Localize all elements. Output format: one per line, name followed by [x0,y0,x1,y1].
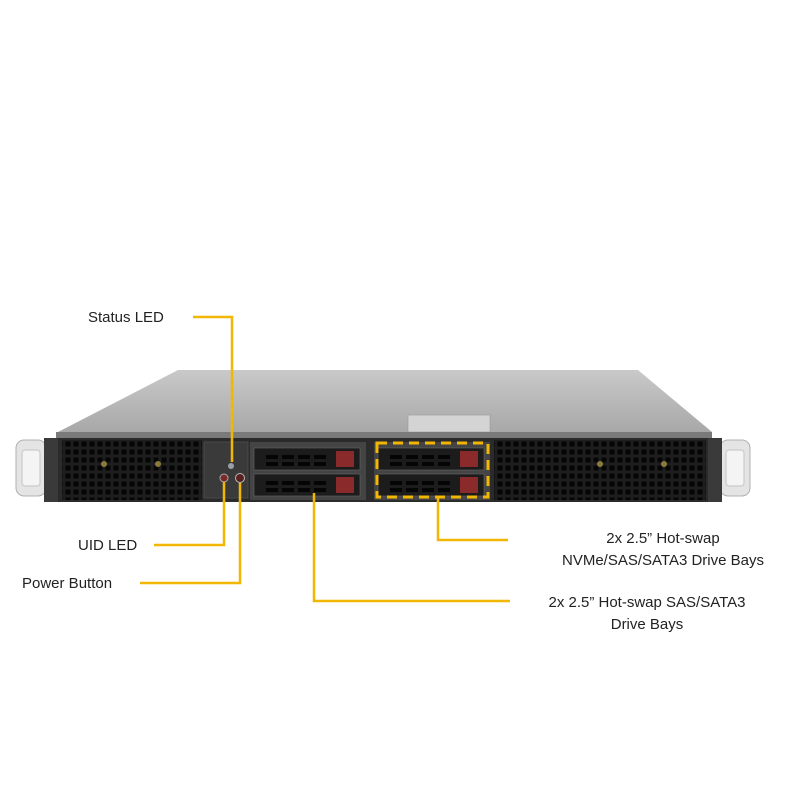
sas-drive-bays-label: 2x 2.5” Hot-swap SAS/SATA3 Drive Bays [527,592,767,636]
control-panel [203,441,249,499]
power-button-callout-line [140,483,242,585]
drive-latch [460,451,478,467]
drive-tray[interactable] [253,473,361,497]
right-grille-screw [597,461,603,467]
nvme-bays-callout-line [436,497,508,542]
sas-drive-bays-label-line1: 2x 2.5” Hot-swap SAS/SATA3 [548,594,746,611]
nvme-drive-bays-label-line2: NVMe/SAS/SATA3 Drive Bays [561,552,764,569]
sas-bays-callout-line [312,493,510,603]
uid-led-callout-line [154,482,226,547]
left-grille-screw [101,461,107,467]
chassis-front-lip [56,432,712,438]
left-vent-grille [62,440,202,500]
right-vent-grille [494,440,706,500]
drive-latch [336,451,354,467]
power-button[interactable] [235,473,245,483]
drive-latch [460,477,478,493]
nvme-drive-bays-label-line1: 2x 2.5” Hot-swap [606,530,720,547]
drive-tray[interactable] [377,447,485,471]
uid-led-label: UID LED [78,537,138,554]
status-led [228,463,234,469]
left-grille-screw [155,461,161,467]
right-rack-ear [708,438,751,502]
uid-led [219,473,229,483]
nvme-drive-bays-label: 2x 2.5” Hot-swap NVMe/SAS/SATA3 Drive Ba… [528,528,798,572]
top-service-panel [407,414,491,433]
drive-tray[interactable] [377,473,485,497]
right-grille-screw [661,461,667,467]
chassis-top [58,370,712,432]
drive-latch [336,477,354,493]
left-rack-ear [15,438,58,502]
power-button-label: Power Button [22,575,113,592]
drive-tray[interactable] [253,447,361,471]
nvme-bay-highlight [375,441,490,499]
sas-drive-bays-label-line2: Drive Bays [610,616,684,633]
status-led-callout-line [193,315,234,462]
status-led-label: Status LED [88,309,164,326]
